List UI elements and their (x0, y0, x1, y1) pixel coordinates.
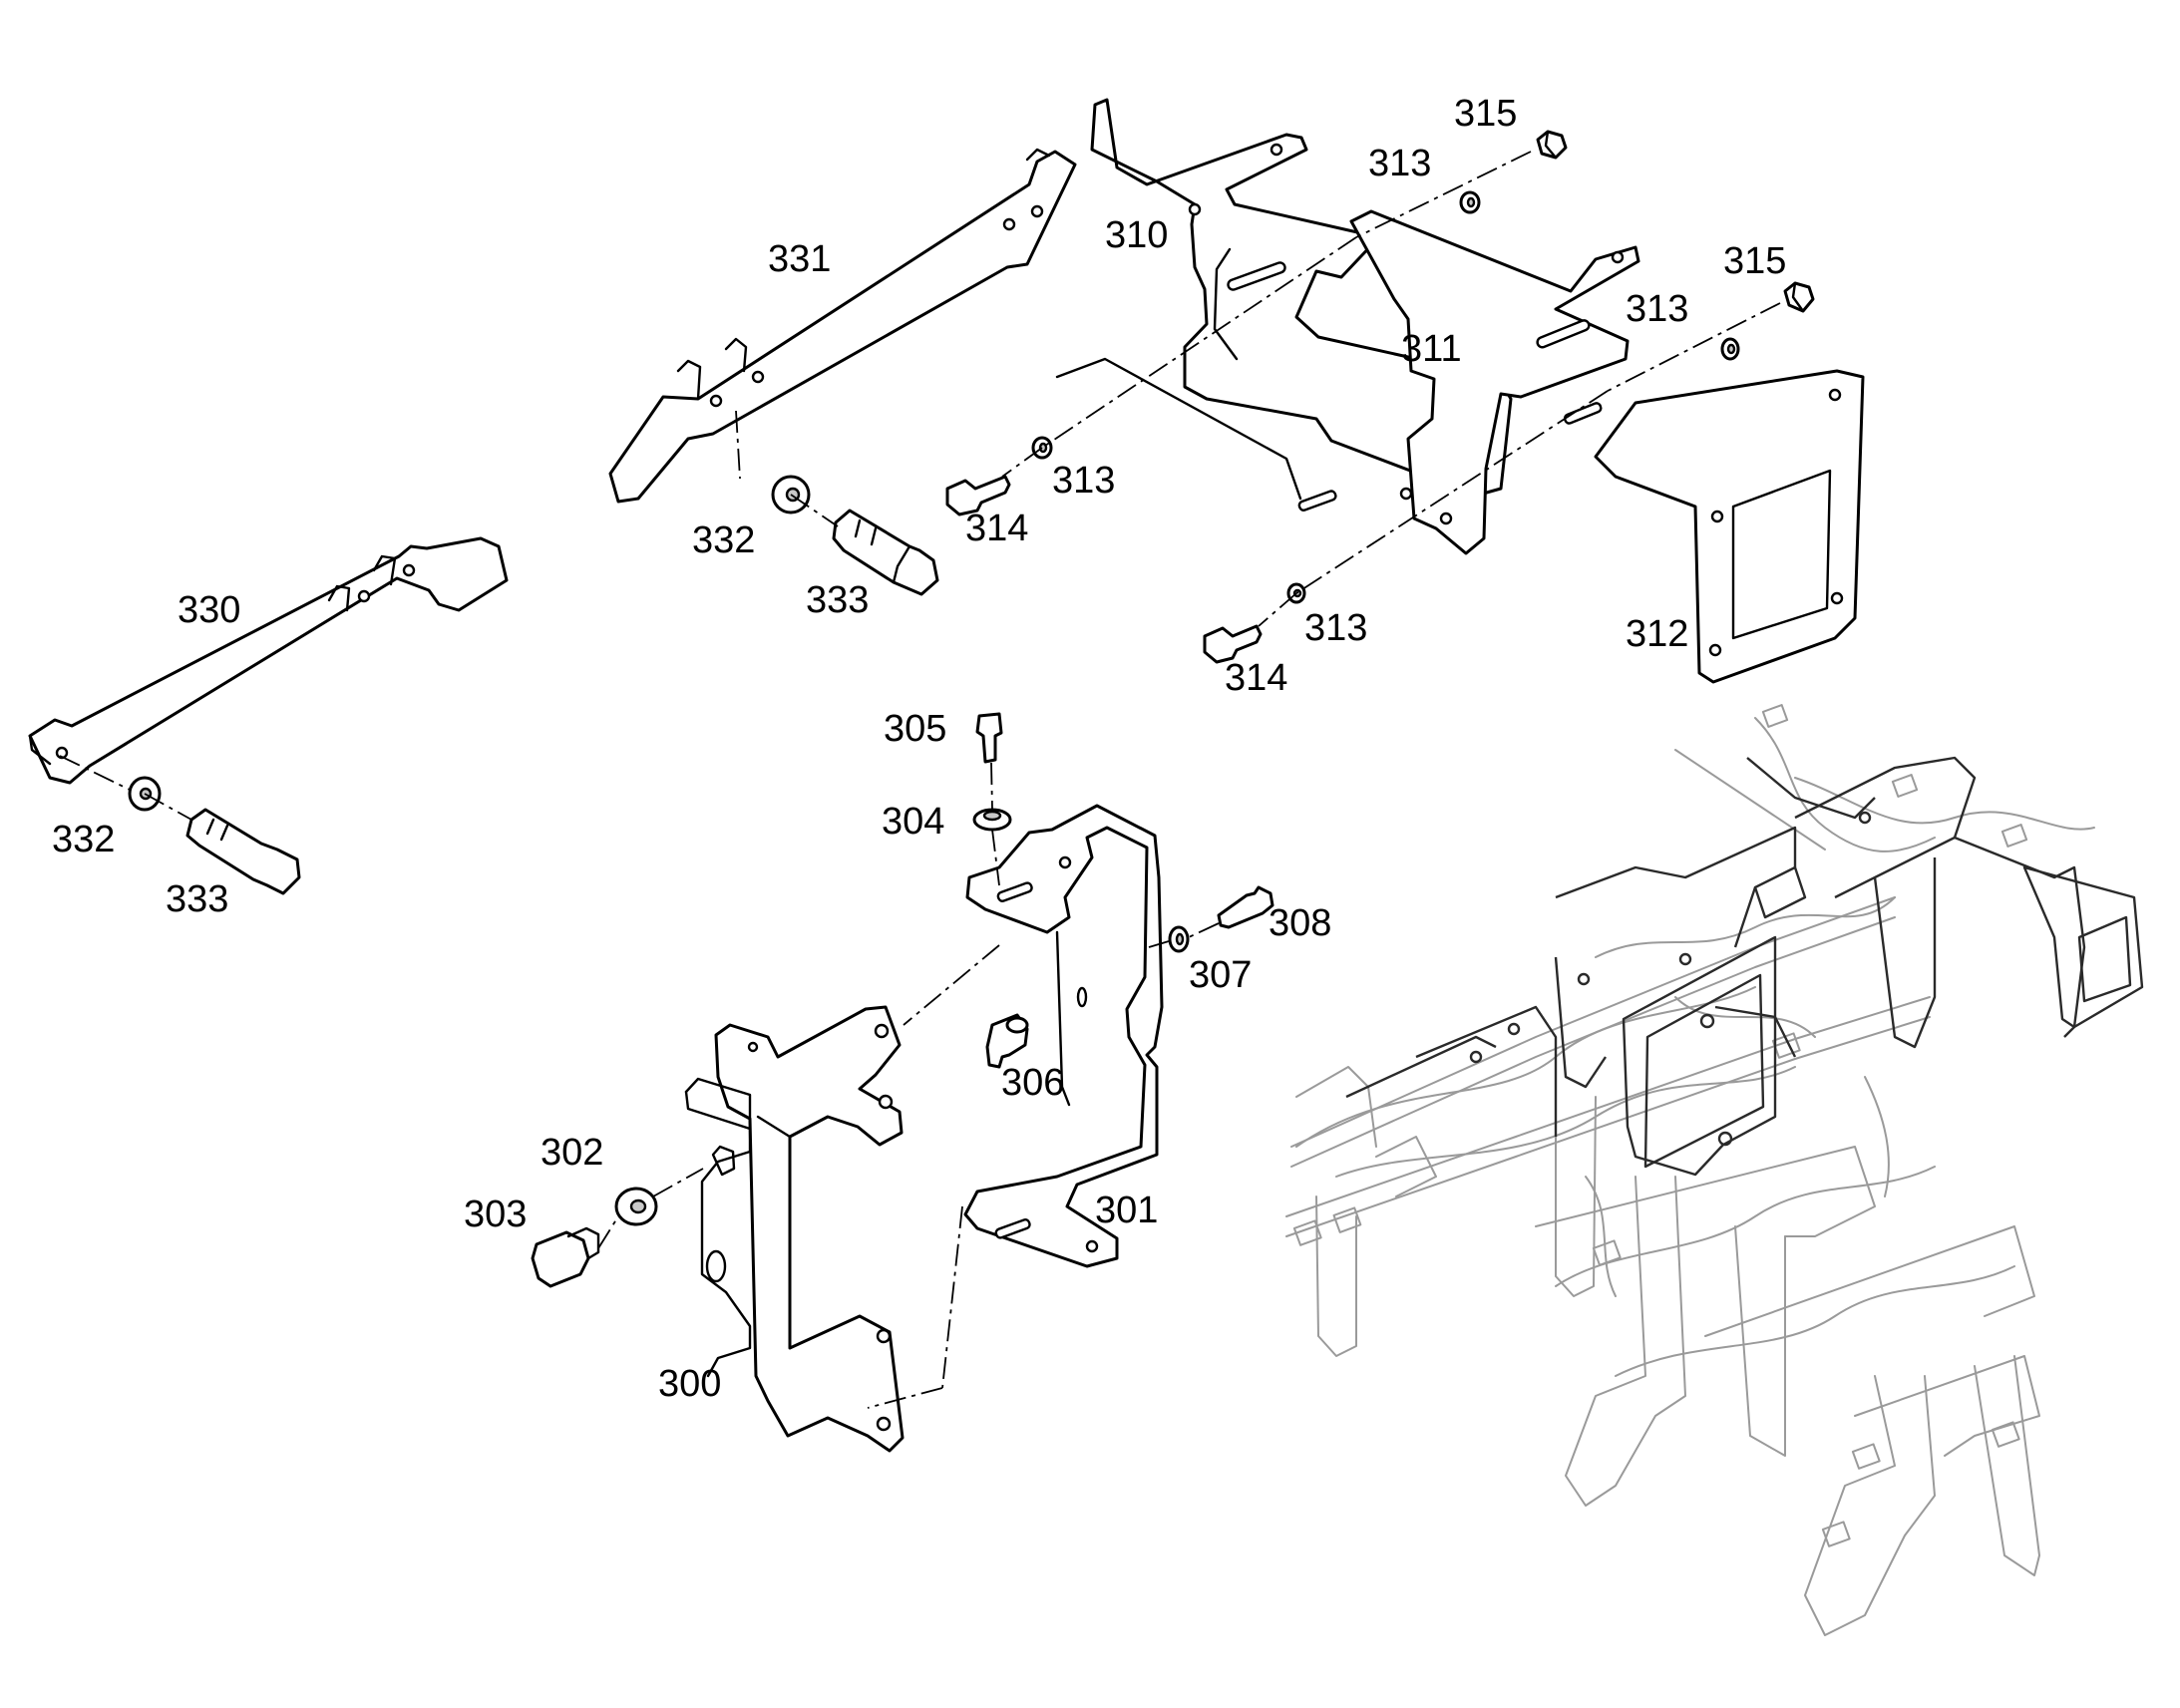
callout-312: 312 (1626, 613, 1688, 655)
callout-314-a: 314 (965, 508, 1028, 549)
callout-314-b: 314 (1225, 657, 1287, 699)
callout-315-b: 315 (1723, 240, 1786, 282)
part-313-washer-c (1459, 190, 1481, 214)
part-302-washer (614, 1187, 658, 1226)
callout-333-upper: 333 (806, 579, 869, 621)
callout-315-a: 315 (1454, 93, 1517, 135)
part-307-washer (1168, 925, 1190, 953)
assembly-axis-lines (59, 151, 1781, 1409)
part-315-nut-b (1783, 281, 1815, 313)
callout-303: 303 (464, 1194, 527, 1235)
callout-301: 301 (1095, 1190, 1158, 1231)
part-330-bracket-bar (28, 536, 509, 785)
part-333-bolt-upper (832, 509, 939, 596)
callout-labels: 331 310 313 315 315 313 311 313 314 332 … (52, 93, 1786, 1405)
part-312-window-plate (1594, 369, 1865, 684)
callout-304: 304 (882, 801, 944, 843)
part-305-screw (975, 712, 1003, 764)
callout-307: 307 (1189, 954, 1252, 996)
part-301-u-bracket (963, 804, 1164, 1268)
part-304-washer (972, 808, 1012, 832)
part-308-bolt (1217, 885, 1274, 929)
part-333-bolt-lower (185, 808, 301, 895)
part-331-bracket-bar (608, 148, 1077, 504)
part-315-nut-a (1536, 130, 1568, 160)
assembled-harness-overview (1285, 704, 2144, 1636)
callout-331: 331 (768, 238, 831, 280)
part-306-pin (985, 1013, 1029, 1069)
callout-300: 300 (658, 1363, 721, 1405)
callout-311: 311 (1401, 328, 1462, 370)
callout-333-lower: 333 (166, 878, 228, 920)
callout-305: 305 (884, 708, 946, 750)
callout-313-c: 313 (1626, 288, 1688, 330)
callout-310: 310 (1105, 214, 1168, 256)
callout-330: 330 (178, 589, 240, 631)
part-300-box-bracket (684, 1005, 905, 1453)
callout-306: 306 (1001, 1062, 1064, 1104)
callout-313-d: 313 (1304, 607, 1367, 649)
part-314-bolt-b (1203, 624, 1263, 664)
part-303-bolt (531, 1226, 600, 1288)
callout-313-a: 313 (1368, 143, 1431, 184)
callout-313-b: 313 (1052, 460, 1115, 502)
part-313-washer-d (1720, 337, 1740, 361)
part-311-frame-plate (1349, 209, 1640, 555)
callout-332-lower: 332 (52, 819, 115, 860)
part-314-bolt-a (945, 475, 1011, 516)
callout-302: 302 (541, 1132, 603, 1174)
callout-308: 308 (1269, 902, 1331, 944)
callout-332-upper: 332 (692, 519, 755, 561)
